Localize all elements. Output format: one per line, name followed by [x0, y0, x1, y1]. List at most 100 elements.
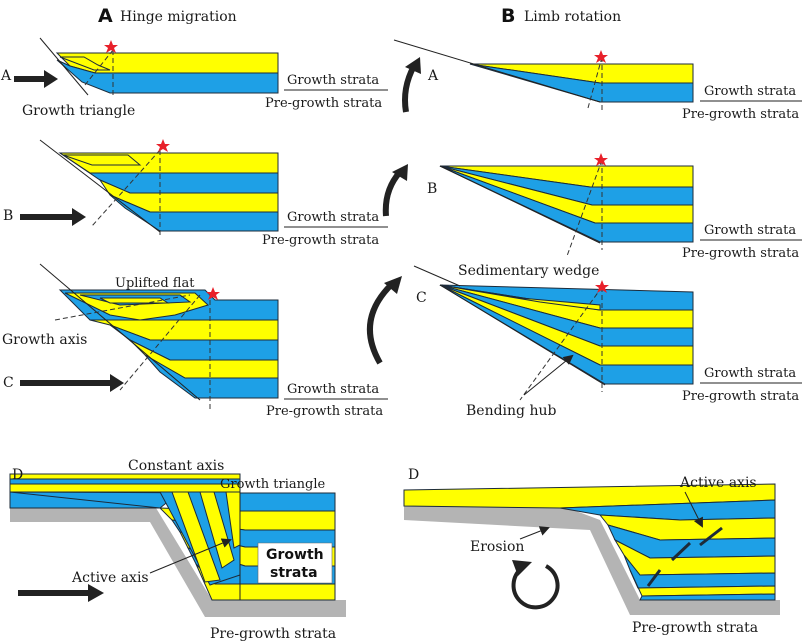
- uplifted-flat-label: Uplifted flat: [115, 276, 195, 291]
- pregrowth-layer: [144, 354, 279, 399]
- legend-growth: Growth strata: [287, 382, 379, 397]
- legend-pregrowth: Pre-growth strata: [682, 246, 799, 261]
- panel-a-stage-b: B Growth strata Pre-growth strata: [3, 139, 388, 248]
- pregrowth-layer: [439, 165, 694, 243]
- active-axis-tick: [646, 569, 662, 587]
- fault-line: [393, 39, 601, 103]
- panel-d-left: D Constant axis Growth triangle Growth s…: [9, 458, 346, 642]
- growth-wedge: [439, 284, 601, 311]
- rotation-circle-arrowhead: [512, 560, 532, 576]
- subpanel-label: C: [3, 375, 14, 391]
- active-axis-tick: [670, 541, 692, 562]
- fault-line: [39, 139, 161, 233]
- fault-tip-line: [413, 265, 461, 287]
- legend-pregrowth: Pre-growth strata: [682, 389, 799, 404]
- compression-arrowhead: [72, 208, 86, 226]
- pregrowth-label: Pre-growth strata: [632, 620, 758, 636]
- panel-b-stage-b: B Growth strata Pre-growth strata: [382, 153, 802, 261]
- growth-triangle-wedge: [59, 56, 111, 71]
- growth-strata-box: [257, 542, 333, 584]
- star-marker: [206, 287, 220, 300]
- fault-line: [439, 165, 601, 244]
- panel-d-right: D Active axis Erosion Pre-growth strata: [403, 467, 780, 636]
- pregrowth-layer: [109, 194, 279, 232]
- rotation-arrow: [366, 281, 395, 365]
- panel-d-letter: D: [12, 467, 23, 483]
- legend-growth: Growth strata: [704, 84, 796, 99]
- active-axis-label: Active axis: [679, 475, 757, 491]
- fault-line: [39, 263, 201, 401]
- compression-arrowhead: [110, 374, 124, 392]
- pregrowth-layer-a1: [56, 59, 279, 94]
- erosion-pointer: [519, 526, 550, 540]
- growth-layer: [629, 569, 776, 597]
- star-marker: [594, 153, 608, 166]
- basement-layer: [404, 505, 780, 615]
- axis-line: [566, 159, 603, 257]
- legend-pregrowth: Pre-growth strata: [262, 233, 379, 248]
- growth-layer: [9, 473, 241, 480]
- fault-line: [39, 37, 89, 96]
- axis-line: [119, 294, 201, 391]
- erosion-label: Erosion: [470, 539, 524, 555]
- subpanel-label: A: [427, 68, 439, 84]
- growth-stripe: [199, 491, 235, 569]
- legend-growth: Growth strata: [287, 210, 379, 225]
- bending-hub-pointer: [523, 354, 574, 396]
- panel-d-letter: D: [408, 467, 419, 483]
- panel-b-stage-c: C Sedimentary wedge Bending hub Growth s…: [366, 263, 802, 419]
- growth-strata-label-line1: Growth: [266, 547, 324, 563]
- growth-strata-label-line2: strata: [270, 565, 318, 581]
- active-axis-pointer: [684, 491, 703, 528]
- axis-line: [587, 56, 603, 109]
- legend-pregrowth: Pre-growth strata: [265, 96, 382, 111]
- star-marker: [156, 139, 170, 152]
- constant-axis-label: Constant axis: [128, 458, 224, 474]
- axis-line: [91, 149, 161, 227]
- growth-triangle-label: Growth triangle: [220, 477, 325, 492]
- panel-b-stage-a: A Growth strata Pre-growth strata: [393, 39, 802, 122]
- panel-b-title: Limb rotation: [524, 9, 621, 25]
- basement-layer: [10, 508, 346, 617]
- pregrowth-layer: [9, 478, 241, 485]
- fault-line: [439, 284, 606, 386]
- growth-wedge: [62, 154, 142, 166]
- panel-a-letter: A: [98, 5, 113, 27]
- growth-axis-label: Growth axis: [2, 332, 87, 348]
- growth-layer: [9, 483, 241, 493]
- pregrowth-layer: [639, 593, 776, 601]
- rotation-arrowhead: [384, 276, 402, 294]
- panel-a-title: Hinge migration: [120, 9, 237, 25]
- active-axis-pointer: [149, 538, 232, 574]
- subpanel-label: B: [427, 181, 437, 197]
- bending-hub-label: Bending hub: [466, 403, 556, 419]
- legend-growth: Growth strata: [704, 223, 796, 238]
- star-marker: [104, 40, 118, 53]
- subpanel-label: A: [0, 68, 12, 84]
- growth-axis-line: [54, 294, 191, 321]
- axis-line: [519, 286, 603, 401]
- rotation-arrowhead: [392, 164, 408, 181]
- active-axis-tick: [699, 526, 723, 547]
- legend-growth: Growth strata: [287, 73, 379, 88]
- rotation-arrowhead: [405, 57, 421, 74]
- rotation-circle-arrow: [511, 564, 560, 610]
- panel-a-stage-a: A Growth triangle Growth strata Pre-grow…: [0, 37, 388, 119]
- rotation-arrow: [382, 170, 403, 217]
- sedimentary-wedge-label: Sedimentary wedge: [458, 263, 599, 279]
- rotation-arrow: [402, 64, 417, 113]
- compression-arrowhead: [88, 584, 104, 602]
- legend-growth: Growth strata: [704, 366, 796, 381]
- legend-pregrowth: Pre-growth strata: [266, 404, 383, 419]
- panel-b-letter: B: [501, 5, 515, 27]
- panel-a-stage-c: C Uplifted flat Growth axis Growth strat…: [2, 263, 388, 419]
- star-marker: [595, 280, 609, 293]
- star-marker: [594, 50, 608, 63]
- legend-pregrowth: Pre-growth strata: [682, 107, 799, 122]
- compression-arrowhead: [44, 70, 58, 88]
- growth-triangle-label: Growth triangle: [22, 103, 135, 119]
- subpanel-label: C: [416, 290, 427, 306]
- subpanel-label: B: [3, 208, 13, 224]
